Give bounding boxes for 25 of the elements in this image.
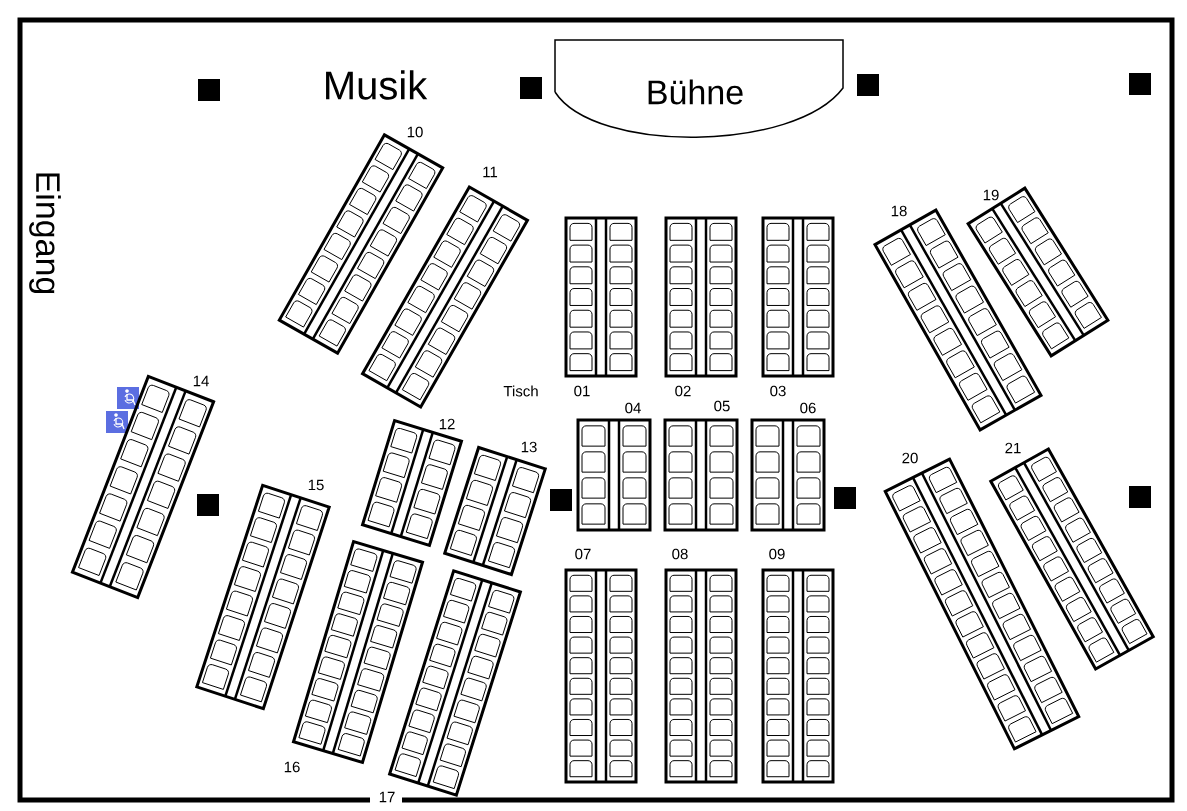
table-number: 03 — [768, 384, 788, 398]
table-number: 12 — [437, 417, 457, 431]
table-number: 18 — [889, 204, 909, 218]
table-number: 11 — [481, 165, 499, 179]
area-label: Tisch — [503, 385, 538, 397]
table-number: 13 — [519, 440, 539, 454]
table-number: 16 — [282, 760, 302, 774]
table-number: 14 — [191, 374, 211, 388]
table-number: 19 — [981, 188, 1001, 202]
table-number: 21 — [1003, 441, 1023, 455]
table-number: 15 — [306, 478, 326, 492]
table-number: 09 — [767, 547, 787, 561]
table-number: 10 — [405, 125, 425, 139]
table-number: 02 — [673, 384, 693, 398]
table-number: 07 — [573, 547, 593, 561]
table-number: 20 — [900, 451, 920, 465]
table-number: 05 — [712, 399, 732, 413]
table-number: 06 — [798, 401, 818, 415]
table-number: 08 — [670, 547, 690, 561]
table-number: 17 — [377, 790, 397, 804]
table-number: 04 — [623, 401, 643, 415]
stage: Bühne — [554, 39, 844, 138]
area-label: Musik — [326, 70, 428, 100]
area-label: Eingang — [29, 173, 61, 294]
table-number: 01 — [572, 384, 592, 398]
